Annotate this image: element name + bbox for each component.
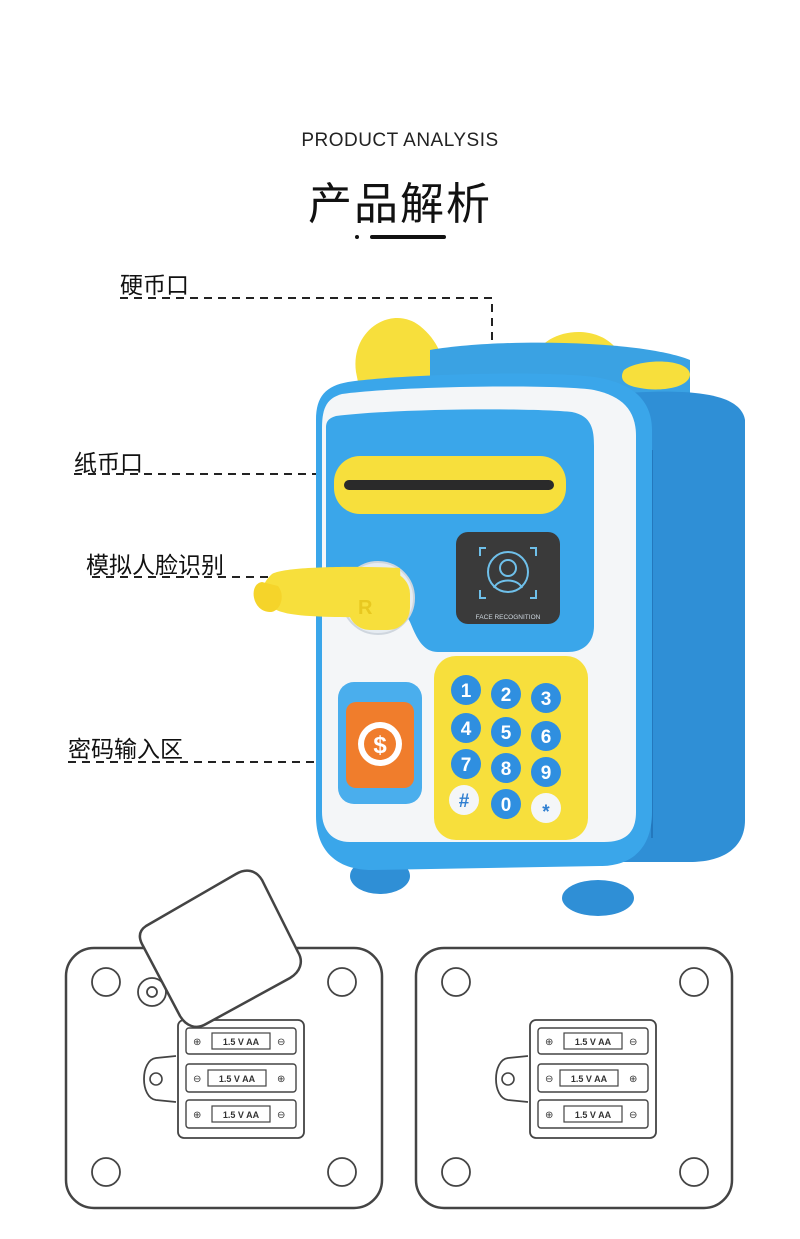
key-9: 9 (541, 763, 552, 784)
svg-text:⊕: ⊕ (193, 1037, 201, 1048)
callout-bill-slot: 纸币口 (74, 451, 143, 477)
subtitle-en: PRODUCT ANALYSIS (301, 130, 499, 151)
coin-icon-face (364, 728, 396, 760)
callout-coin-slot: 硬币口 (120, 273, 189, 299)
svg-text:⊖: ⊖ (277, 1110, 285, 1121)
foot-right (562, 880, 634, 916)
header-bar-decoration (370, 235, 446, 239)
key-2: 2 (501, 685, 512, 706)
battery-left-2: 1.5 V AA (219, 1074, 256, 1084)
face-screen (456, 532, 560, 624)
bill-slot-opening (344, 480, 554, 490)
key-3: 3 (541, 689, 552, 710)
svg-text:⊖: ⊖ (193, 1074, 201, 1085)
key-hash: # (459, 791, 470, 812)
key-1: 1 (461, 681, 472, 702)
header-dot-decoration (355, 235, 359, 239)
svg-text:⊖: ⊖ (277, 1037, 285, 1048)
key-6: 6 (541, 727, 552, 748)
face-icon (479, 547, 537, 599)
key-7: 7 (461, 755, 472, 776)
page-title: 产品解析 (308, 179, 492, 230)
battery-right-3: 1.5 V AA (575, 1110, 612, 1120)
dollar-icon: $ (373, 732, 387, 759)
key-star: * (542, 802, 550, 823)
svg-text:⊕: ⊕ (629, 1074, 637, 1085)
handle-tip (253, 582, 282, 612)
battery-panel-left: ⊕ ⊖ ⊖ ⊕ ⊕ ⊖ (64, 869, 384, 1210)
svg-text:⊕: ⊕ (193, 1110, 201, 1121)
key-0: 0 (501, 795, 512, 816)
svg-text:⊖: ⊖ (629, 1110, 637, 1121)
svg-text:⊖: ⊖ (545, 1074, 553, 1085)
handle-letter: R (358, 597, 373, 619)
keypad-keys (449, 675, 561, 823)
coin-slot (621, 361, 690, 390)
battery-right-2: 1.5 V AA (571, 1074, 608, 1084)
callout-keypad: 密码输入区 (68, 737, 183, 763)
key-8: 8 (501, 759, 512, 780)
ear-left (355, 318, 445, 392)
callout-line-coin (120, 297, 493, 352)
key-4: 4 (461, 719, 472, 740)
svg-text:⊕: ⊕ (545, 1037, 553, 1048)
svg-text:⊕: ⊕ (277, 1074, 285, 1085)
battery-left-1: 1.5 V AA (223, 1037, 260, 1047)
face-screen-label: FACE RECOGNITION (476, 614, 541, 621)
svg-text:⊕: ⊕ (545, 1110, 553, 1121)
battery-left-3: 1.5 V AA (223, 1110, 260, 1120)
svg-text:⊖: ⊖ (629, 1037, 637, 1048)
key-5: 5 (501, 723, 512, 744)
battery-panel-right: ⊕ ⊖ ⊖ ⊕ ⊕ ⊖ (414, 946, 734, 1210)
callout-face-recognition: 模拟人脸识别 (86, 553, 224, 579)
battery-right-1: 1.5 V AA (575, 1037, 612, 1047)
handle-hub (348, 572, 410, 630)
